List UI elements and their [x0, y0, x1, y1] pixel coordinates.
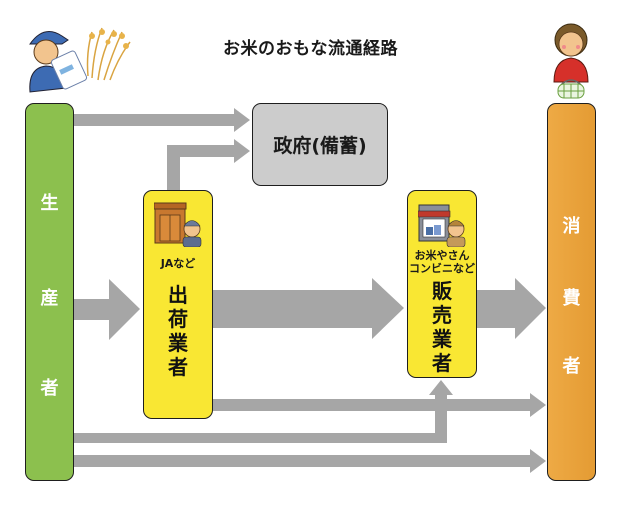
shipper-label-char: 業: [168, 331, 188, 355]
arrow-producer-to-shipper: [74, 279, 140, 340]
shipper-label-char: 出: [168, 283, 188, 307]
seller-box: お米やさん コンビニなど 販 売 業 者: [407, 190, 477, 378]
consumer-label-char: 者: [562, 356, 581, 377]
diagram-title: お米のおもな流通経路: [223, 39, 398, 59]
consumer-label-char: 費: [562, 288, 581, 309]
seller-sublabel-line: お米やさん: [414, 249, 470, 262]
producer-label-char: 産: [40, 288, 59, 309]
arrow-shipper-to-seller: [213, 278, 404, 339]
arrow-producer-to-government: [74, 108, 250, 132]
shopper-woman-icon: [553, 23, 589, 99]
arrow-producer-to-seller: [74, 380, 453, 443]
seller-label-char: 者: [432, 351, 452, 375]
shipper-sublabel: JAなど: [160, 257, 196, 270]
seller-sublabel-line: コンビニなど: [409, 262, 475, 275]
government-label: 政府(備蓄): [273, 135, 367, 157]
rice-shop-clerk-icon: [418, 204, 466, 247]
shipper-label-char: 荷: [168, 307, 188, 331]
producer-box: 生 産 者: [25, 103, 74, 481]
producer-label-char: 者: [40, 378, 59, 399]
farmer-with-rice-icon: [29, 27, 131, 93]
arrow-seller-to-consumer: [477, 278, 546, 339]
consumer-box: 消 費 者: [547, 103, 596, 481]
consumer-label-char: 消: [562, 216, 581, 237]
shipper-box: JAなど 出 荷 業 者: [143, 190, 213, 419]
seller-label-char: 販: [432, 279, 452, 303]
shipper-label-char: 者: [168, 355, 188, 379]
warehouse-worker-icon: [154, 202, 202, 247]
government-box: 政府(備蓄): [252, 103, 388, 186]
producer-label-char: 生: [40, 193, 59, 214]
arrow-shipper-to-government: [167, 139, 250, 190]
seller-label-char: 業: [432, 327, 452, 351]
arrow-shipper-to-consumer: [213, 393, 546, 417]
arrow-producer-to-consumer: [74, 449, 546, 473]
seller-label-char: 売: [432, 303, 452, 327]
